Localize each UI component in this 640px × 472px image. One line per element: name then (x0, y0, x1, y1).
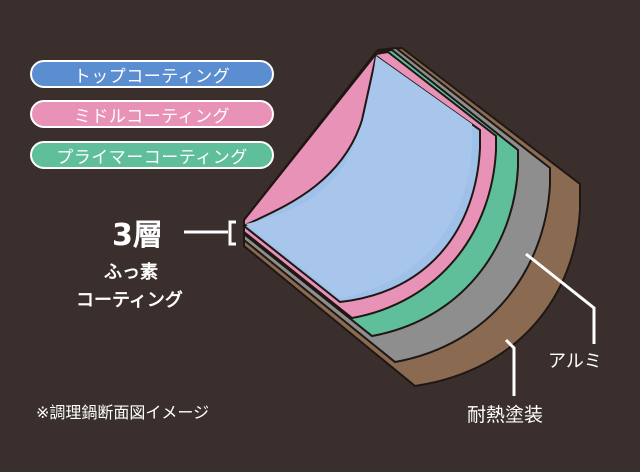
fluoro-coating-label-line2: コーティング (76, 290, 183, 311)
legend-middle-coating-label: ミドルコーティング (73, 106, 231, 127)
legend-primer-coating: プライマーコーティング (30, 141, 274, 169)
layers-bracket (184, 220, 236, 246)
legend-middle-coating: ミドルコーティング (30, 100, 274, 128)
heat-paint-label: 耐熱塗装 (467, 404, 544, 426)
legend-primer-coating-label: プライマーコーティング (56, 147, 248, 168)
fluoro-coating-label-line1: ふっ素 (104, 262, 158, 283)
diagram-caption: ※調理鍋断面図イメージ (36, 403, 210, 422)
top-coating-surface (246, 56, 473, 298)
aluminum-label: アルミ (548, 351, 602, 372)
heat-paint-leader (504, 338, 516, 396)
aluminum-leader (525, 252, 596, 344)
legend-top-coating: トップコーティング (30, 60, 274, 88)
layers-count-label: 3層 (112, 218, 163, 253)
legend-top-coating-label: トップコーティング (73, 66, 231, 87)
